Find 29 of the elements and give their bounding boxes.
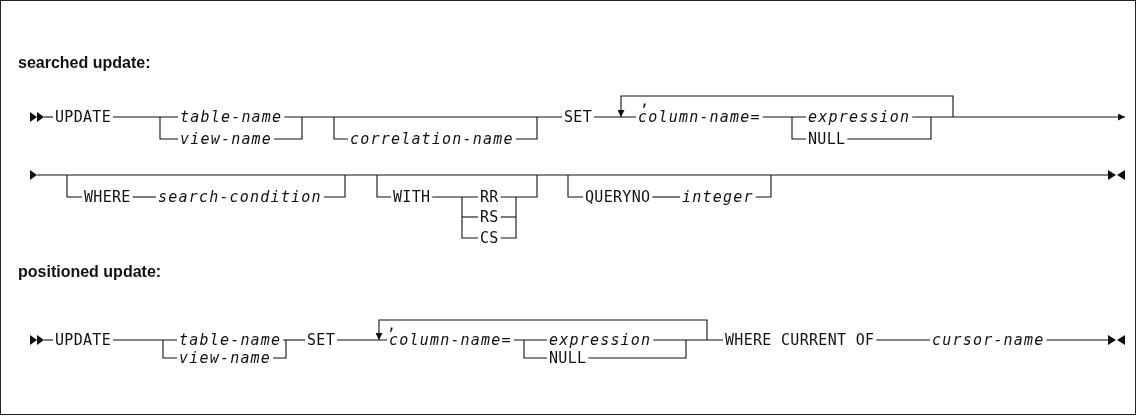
keyword-text: UPDATE	[55, 109, 111, 125]
variable-text: expression	[549, 332, 652, 348]
variable-text: table-name	[179, 332, 282, 348]
keyword-text: WHERE	[84, 189, 131, 205]
section-heading: positioned update:	[18, 262, 162, 282]
keyword-text: NULL	[549, 350, 587, 366]
repeat-separator: ,	[387, 319, 397, 331]
variable-text: correlation-name	[350, 131, 514, 147]
variable-text: column-name=	[389, 332, 512, 348]
variable-text: search-condition	[158, 189, 322, 205]
variable-text: column-name=	[638, 109, 761, 125]
keyword-text: WITH	[393, 189, 431, 205]
variable-text: table-name	[180, 109, 283, 125]
section-heading: searched update:	[18, 53, 151, 73]
variable-text: view-name	[180, 131, 273, 147]
variable-text: integer	[682, 189, 754, 205]
variable-text: cursor-name	[932, 332, 1045, 348]
keyword-text: CS	[480, 230, 499, 246]
keyword-text: WHERE CURRENT OF	[725, 332, 875, 348]
keyword-text: UPDATE	[55, 332, 111, 348]
repeat-separator: ,	[640, 95, 650, 107]
keyword-text: RS	[480, 209, 499, 225]
keyword-text: SET	[564, 109, 592, 125]
keyword-text: SET	[307, 332, 335, 348]
keyword-text: NULL	[808, 131, 846, 147]
keyword-text: QUERYNO	[585, 189, 651, 205]
keyword-text: RR	[480, 189, 499, 205]
variable-text: expression	[808, 109, 911, 125]
variable-text: view-name	[179, 350, 272, 366]
